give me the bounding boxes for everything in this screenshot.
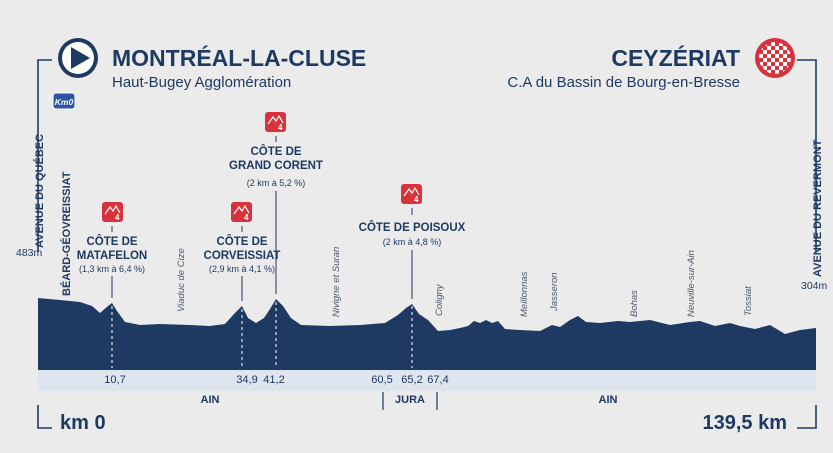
climb-name: CÔTE DE [216,235,267,248]
place-label: Nivigne et Suran [331,247,342,317]
km0-badge: Km0 [52,92,76,110]
climb-category-badge [102,202,123,222]
region-ain-1: AIN [201,394,220,406]
play-arrow-icon [58,38,98,78]
svg-text:4: 4 [244,213,249,222]
start-road: AVENUE DU QUÉBEC [33,134,46,248]
km-marker-poisoux: 65,2 [401,374,422,386]
climb-name: CÔTE DE [250,145,301,158]
climb-stats: (2,9 km à 4,1 %) [209,264,275,274]
km-marker-jura-end: 67,4 [427,374,448,386]
finish-altitude: 304m [801,280,828,292]
climb-poisoux: 4 CÔTE DE POISOUX (2 km à 4,8 %) [359,184,466,299]
finish-area: C.A du Bassin de Bourg-en-Bresse [507,74,740,91]
finish-road: AVENUE DU REVERMONT [812,139,824,277]
climb-name: CORVEISSIAT [204,250,281,262]
finish-city: CEYZÉRIAT [611,44,740,71]
place-label: Viaduc de Cize [176,248,187,312]
climb-stats: (2 km à 5,2 %) [247,178,306,188]
climb-name: MATAFELON [77,250,147,262]
climb-guides [111,302,413,368]
checkered-flag-icon [755,38,795,78]
climb-grand-corent: 4 CÔTE DE GRAND CORENT (2 km à 5,2 %) [229,112,323,294]
region-jura: JURA [395,394,425,406]
right-bracket [797,59,817,252]
climb-category-badge [401,184,422,204]
km-marker-corveissiat: 34,9 [236,374,257,386]
climb-corveissiat: 4 CÔTE DE CORVEISSIAT (2,9 km à 4,1 %) [204,202,281,301]
km0-badge-text: Km0 [55,97,74,107]
climb-stats: (1,3 km à 6,4 %) [79,264,145,274]
place-label: Neuville-sur-Ain [686,250,697,317]
km-marker-jura-start: 60,5 [371,374,392,386]
left-bracket [37,59,52,252]
start-altitude: 483m [16,247,43,259]
km-marker-matafelon: 10,7 [104,374,125,386]
climb-stats: (2 km à 4,8 %) [383,237,442,247]
svg-text:4: 4 [278,123,283,132]
svg-text:4: 4 [115,213,120,222]
distance-band [38,370,816,391]
climb-category-badge [231,202,252,222]
svg-text:4: 4 [414,195,419,204]
climb-category-badge [265,112,286,132]
right-bottom-bracket [797,405,817,429]
start-km: km 0 [60,412,106,434]
region-ain-2: AIN [599,394,618,406]
place-label: Coligny [434,283,445,316]
climb-name: CÔTE DE [86,235,137,248]
climb-matafelon: 4 CÔTE DE MATAFELON (1,3 km à 6,4 %) [77,202,147,298]
place-label: Jasseron [549,272,560,312]
climb-name: GRAND CORENT [229,160,323,172]
elevation-profile [38,298,816,370]
place-label: Tossiat [743,286,754,316]
km0-place: BÉARD-GÉOVREISSIAT [60,171,73,296]
place-label: Meillonnas [519,271,530,317]
place-label: Bohas [629,290,640,317]
start-area: Haut-Bugey Agglomération [112,74,291,91]
left-bottom-bracket [37,405,52,429]
climb-name: CÔTE DE POISOUX [359,221,466,234]
start-city: MONTRÉAL-LA-CLUSE [112,44,366,71]
km-marker-grand-corent: 41,2 [263,374,284,386]
finish-km: 139,5 km [702,412,787,434]
